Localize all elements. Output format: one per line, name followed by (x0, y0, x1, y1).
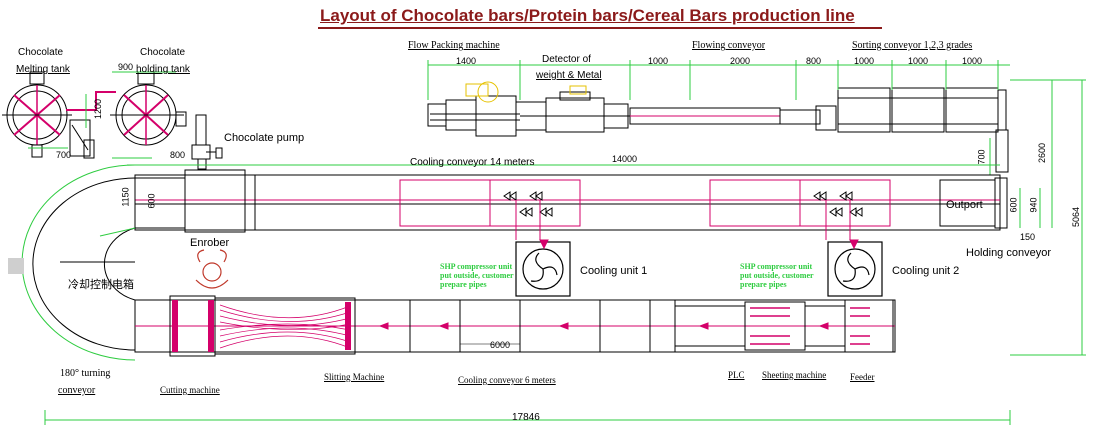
compressor-note-2: SHP compressor unit put outside, custome… (740, 262, 814, 289)
dim-1200: 1200 (93, 98, 104, 120)
label-holding-conveyor: Holding conveyor (966, 247, 1051, 259)
label-flowing-conveyor: Flowing conveyor (692, 40, 766, 51)
top-dimension-lines (427, 60, 1086, 356)
dim-14000: 14000 (612, 154, 638, 164)
dim-1150: 1150 (120, 187, 131, 207)
dim-150: 150 (1020, 232, 1036, 242)
valves-unit2 (813, 191, 863, 240)
cooling-unit-2 (827, 241, 883, 297)
label-cooling-conveyor-6: Cooling conveyor 6 meters (458, 375, 556, 385)
label-holding-tank-1: Chocolate (140, 47, 186, 58)
label-holding-tank-2: holding tank (136, 64, 190, 75)
label-cutting-machine: Cutting machine (160, 385, 220, 395)
dim-1000d: 1000 (962, 56, 983, 66)
label-sheeting-machine: Sheeting machine (762, 370, 827, 380)
lower-line (134, 295, 896, 357)
chocolate-pump (191, 114, 223, 170)
label-cooling-unit-2: Cooling unit 2 (892, 265, 960, 277)
dim-1000c: 1000 (908, 56, 929, 66)
dim-5064: 5064 (1071, 206, 1082, 228)
label-detector-2: weight & Metal (536, 70, 602, 81)
label-enrober: Enrober (190, 237, 230, 249)
dim-600b: 600 (1008, 197, 1019, 213)
label-slitting-machine: Slitting Machine (324, 372, 385, 382)
dim-700b: 700 (976, 149, 987, 165)
melting-tank (2, 71, 72, 158)
chocolate-pipe (66, 91, 116, 111)
dim-17846: 17846 (512, 412, 540, 423)
label-melting-tank-1: Chocolate (18, 47, 64, 58)
dim-2600: 2600 (1037, 142, 1048, 164)
diagram-title: Layout of Chocolate bars/Protein bars/Ce… (320, 6, 855, 25)
sheeting-rollers (750, 307, 870, 345)
label-melting-tank-2: Melting tank (16, 64, 70, 75)
slitting-blades (172, 300, 351, 352)
dim-1000b: 1000 (854, 56, 875, 66)
label-flow-packing: Flow Packing machine (408, 40, 500, 51)
label-feeder: Feeder (850, 372, 875, 382)
compressor-note-1: SHP compressor unit put outside, custome… (440, 262, 514, 289)
dim-700: 700 (56, 150, 72, 160)
dim-600a: 600 (146, 193, 157, 209)
dim-1000a: 1000 (648, 56, 669, 66)
cooling-conveyor-14m (134, 169, 1008, 233)
label-detector-1: Detector of (542, 54, 591, 65)
label-turning-conveyor-1: 180° turning (60, 368, 111, 379)
label-cooling-unit-1: Cooling unit 1 (580, 265, 648, 277)
dim-940: 940 (1028, 197, 1039, 213)
scroll-marker (8, 258, 24, 274)
valves-unit1 (503, 191, 553, 240)
packing-line (427, 81, 1009, 173)
flow-arrows (378, 239, 859, 330)
dim-900: 900 (118, 62, 134, 72)
label-cooling-conveyor-14: Cooling conveyor 14 meters (410, 157, 535, 168)
label-outport: Outport (946, 199, 983, 211)
label-plc: PLC (728, 370, 745, 380)
label-chocolate-pump: Chocolate pump (224, 132, 305, 144)
operator-figure (195, 249, 229, 289)
dim-1400: 1400 (456, 56, 477, 66)
melting-tank-stand (69, 119, 95, 159)
label-cooling-control-box: 冷却控制电箱 (68, 279, 134, 291)
dim-2000: 2000 (730, 56, 751, 66)
label-turning-conveyor-2: conveyor (58, 385, 96, 396)
dim-800b: 800 (806, 56, 822, 66)
holding-tank (110, 71, 187, 146)
dim-800a: 800 (170, 150, 186, 160)
label-sorting-conveyor: Sorting conveyor 1,2,3 grades (852, 40, 973, 51)
turning-conveyor (21, 164, 136, 361)
dim-6000: 6000 (490, 340, 511, 350)
